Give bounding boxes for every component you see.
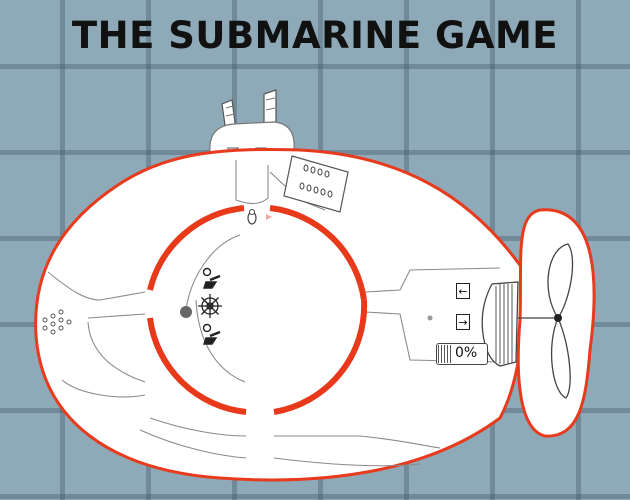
conning-tower [209, 89, 295, 157]
control-room-ring [147, 205, 368, 415]
left-arrow-button[interactable]: ← [456, 283, 470, 299]
lower-lever-icon[interactable] [202, 323, 221, 345]
vent-panel [283, 155, 349, 213]
throttle-percent-label: 0% [455, 345, 478, 361]
submarine-hull [34, 147, 525, 482]
engine-motor [481, 281, 519, 367]
ship-wheel-icon[interactable] [198, 294, 222, 318]
propeller-icon[interactable] [518, 243, 574, 399]
player-marker[interactable] [180, 306, 192, 318]
engine-indicator-light [427, 315, 433, 321]
throttle-gauge: 0% [436, 343, 488, 365]
throttle-gauge-hatch [438, 345, 452, 363]
game-title: THE SUBMARINE GAME [71, 14, 559, 57]
bow-sonar-icon [42, 309, 72, 335]
propeller-hub [554, 314, 562, 322]
right-arrow-button[interactable]: → [456, 314, 470, 330]
upper-lever-icon[interactable] [202, 267, 221, 289]
crew-figure-icon[interactable] [247, 209, 272, 225]
